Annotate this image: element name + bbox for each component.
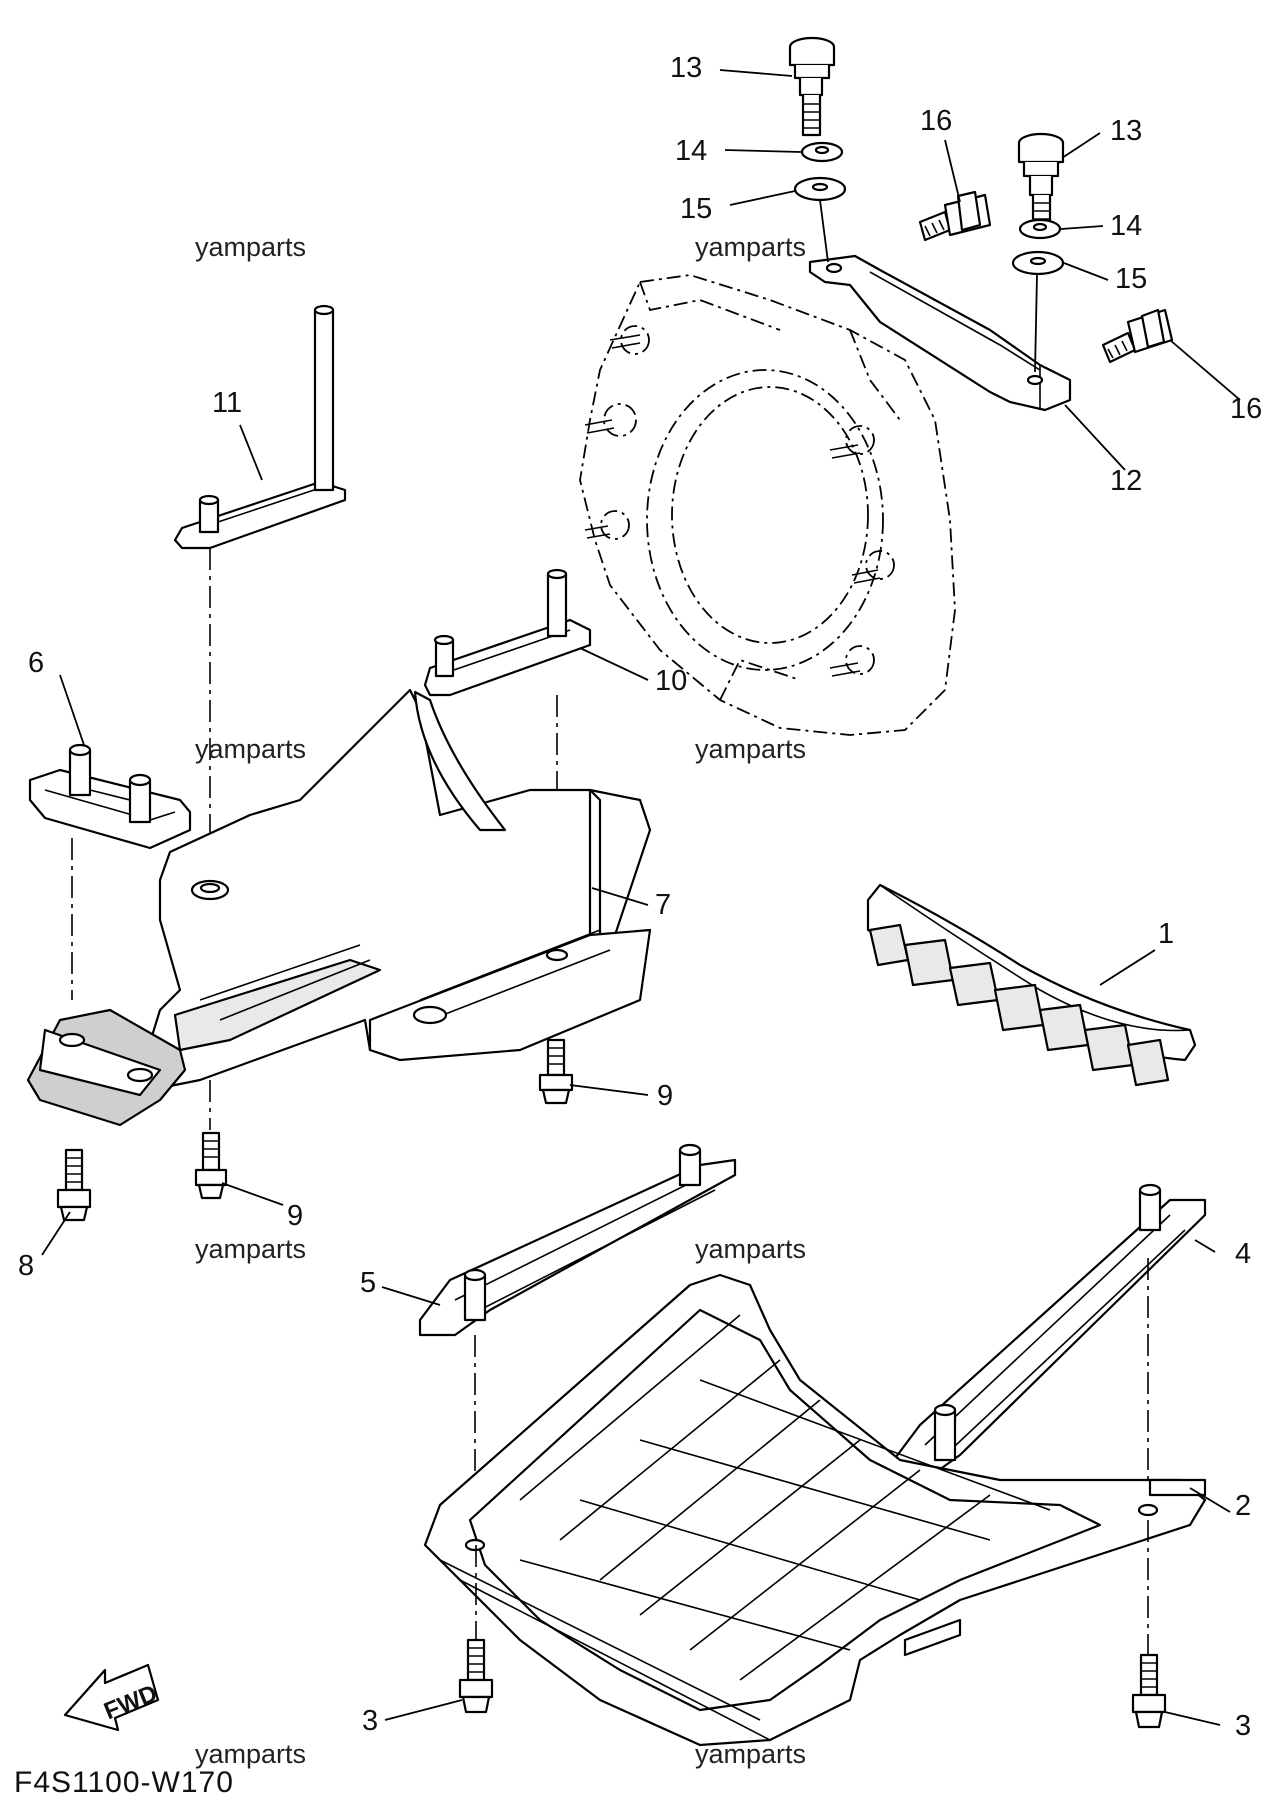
part-14-washer-right <box>1018 218 1062 240</box>
callout-15a: 15 <box>680 193 712 225</box>
callout-1: 1 <box>1158 918 1174 950</box>
watermark-text: yamparts <box>695 734 806 764</box>
watermark-text: yamparts <box>695 232 806 262</box>
callout-13b: 13 <box>1110 115 1142 147</box>
callout-13a: 13 <box>670 52 702 84</box>
callout-6: 6 <box>28 647 44 679</box>
callout-2: 2 <box>1235 1490 1251 1522</box>
part-13-bolt-left <box>788 36 836 137</box>
callout-3b: 3 <box>1235 1710 1251 1742</box>
callout-8: 8 <box>18 1250 34 1282</box>
part-16-bolt-lower <box>1101 308 1174 364</box>
part-7-engine-bed <box>138 688 652 1092</box>
part-3-bolt-right <box>1131 1653 1167 1729</box>
callout-5: 5 <box>360 1267 376 1299</box>
part-15-washer-right <box>1011 250 1065 276</box>
part-12-bracket <box>808 254 1072 412</box>
part-5-rail <box>418 1143 737 1337</box>
watermarks: yamparts yamparts yamparts yamparts yamp… <box>195 232 806 1769</box>
part-11-mount-plate <box>173 304 347 550</box>
callout-15b: 15 <box>1115 263 1147 295</box>
callout-12: 12 <box>1110 465 1142 497</box>
part-8-bolt <box>56 1148 92 1222</box>
callout-4: 4 <box>1235 1238 1251 1270</box>
callout-16b: 16 <box>1230 393 1262 425</box>
part-4-rail <box>888 1183 1207 1482</box>
part-16-bolt-upper <box>918 190 992 242</box>
part-10-mount-plate <box>423 568 592 697</box>
watermark-text: yamparts <box>195 734 306 764</box>
watermark-text: yamparts <box>195 1234 306 1264</box>
callout-16a: 16 <box>920 105 952 137</box>
engine-stud <box>584 334 881 677</box>
callout-labels: 1 2 3 3 4 5 6 7 8 9 9 10 11 12 13 13 14 … <box>18 52 1262 1742</box>
part-9-bolt-center <box>538 1038 574 1105</box>
rubber-blocks <box>868 923 1170 1087</box>
part-14-washer-left <box>800 141 844 163</box>
callout-10: 10 <box>655 665 687 697</box>
part-6-mount <box>28 743 192 850</box>
watermark-text: yamparts <box>195 232 306 262</box>
callout-9b: 9 <box>287 1200 303 1232</box>
part-9-bolt-left <box>194 1131 228 1200</box>
part-13-bolt-right <box>1017 132 1065 235</box>
leader-lines <box>41 69 1241 1726</box>
part-2-grid-tray <box>423 1273 1207 1747</box>
part-mount-base <box>26 1008 187 1127</box>
callout-11: 11 <box>212 387 242 419</box>
watermark-text: yamparts <box>695 1234 806 1264</box>
callout-3a: 3 <box>362 1705 378 1737</box>
callout-14b: 14 <box>1110 210 1142 242</box>
watermark-text: yamparts <box>195 1739 306 1769</box>
callout-14a: 14 <box>675 135 707 167</box>
part-1-rubber-strip <box>866 883 1197 1087</box>
engine-housing-outline <box>579 274 956 736</box>
callout-9a: 9 <box>657 1080 673 1112</box>
watermark-text: yamparts <box>695 1739 806 1769</box>
diagram-code: F4S1100-W170 <box>14 1766 234 1799</box>
part-15-washer-left <box>793 176 847 202</box>
part-3-bolt-left <box>458 1638 494 1714</box>
fwd-arrow-icon: FWD <box>63 1663 161 1732</box>
callout-7: 7 <box>655 889 671 921</box>
